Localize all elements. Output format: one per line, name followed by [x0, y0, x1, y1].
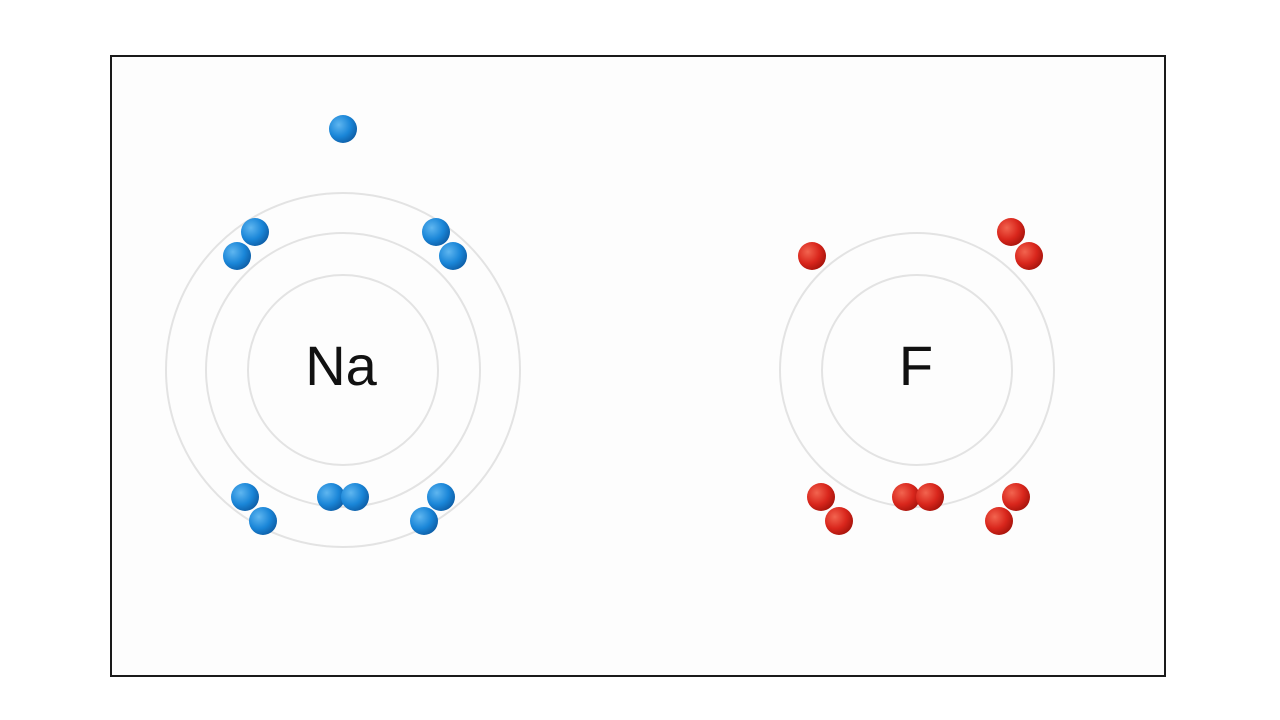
electron — [410, 507, 438, 535]
electron — [825, 507, 853, 535]
diagram-frame — [110, 55, 1166, 677]
electron — [317, 483, 345, 511]
electrons-fluorine — [798, 218, 1043, 535]
atom-fluorine: F — [779, 218, 1055, 535]
electron — [439, 242, 467, 270]
shell-1 — [821, 274, 1013, 466]
electron — [997, 218, 1025, 246]
electron — [427, 483, 455, 511]
atom-symbol-f: F — [899, 334, 933, 397]
electron — [916, 483, 944, 511]
electron — [341, 483, 369, 511]
shell-1 — [247, 274, 439, 466]
electron — [985, 507, 1013, 535]
atom-symbol-na: Na — [305, 334, 377, 397]
electron — [807, 483, 835, 511]
electron — [1002, 483, 1030, 511]
electron — [249, 507, 277, 535]
shell-2 — [779, 232, 1055, 508]
atom-sodium: Na — [165, 115, 521, 548]
shell-3 — [165, 192, 521, 548]
electron — [1015, 242, 1043, 270]
electron — [422, 218, 450, 246]
valence-electron — [329, 115, 357, 143]
electron — [241, 218, 269, 246]
shell-2 — [205, 232, 481, 508]
electron — [798, 242, 826, 270]
electrons-sodium — [223, 115, 467, 535]
electron — [223, 242, 251, 270]
electron — [892, 483, 920, 511]
electron — [231, 483, 259, 511]
